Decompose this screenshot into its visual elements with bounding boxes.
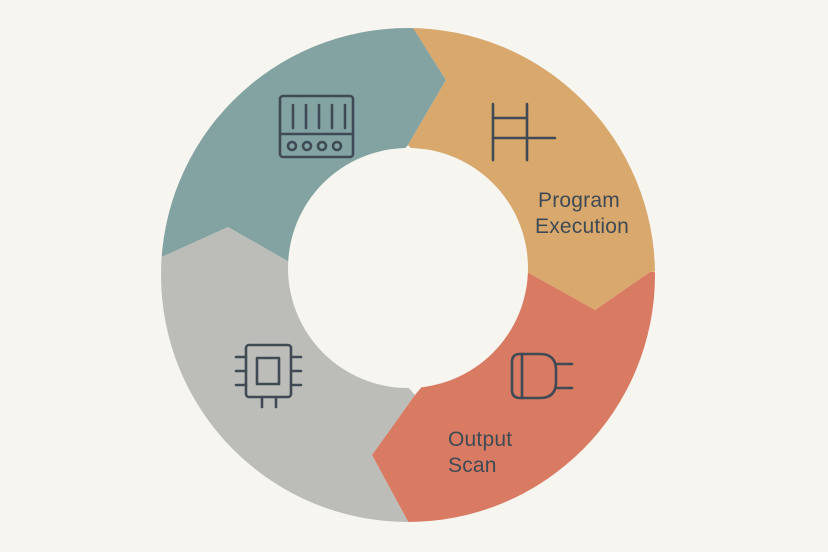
segment-program-execution	[408, 28, 655, 310]
segment-housekeeping	[161, 227, 415, 522]
segment-input-scan	[161, 28, 446, 268]
program-execution-label-line1: Program	[538, 189, 620, 212]
segment-output-scan	[372, 268, 655, 522]
ladder-logic-icon	[491, 102, 557, 162]
output-scan-label-line1: Output	[448, 428, 512, 451]
processor-chip-icon	[234, 343, 303, 409]
input-module-icon	[278, 94, 355, 159]
output-scan-label-line2: Scan	[448, 454, 497, 477]
output-plug-icon	[510, 352, 574, 400]
program-execution-label-line2: Execution	[535, 215, 629, 238]
